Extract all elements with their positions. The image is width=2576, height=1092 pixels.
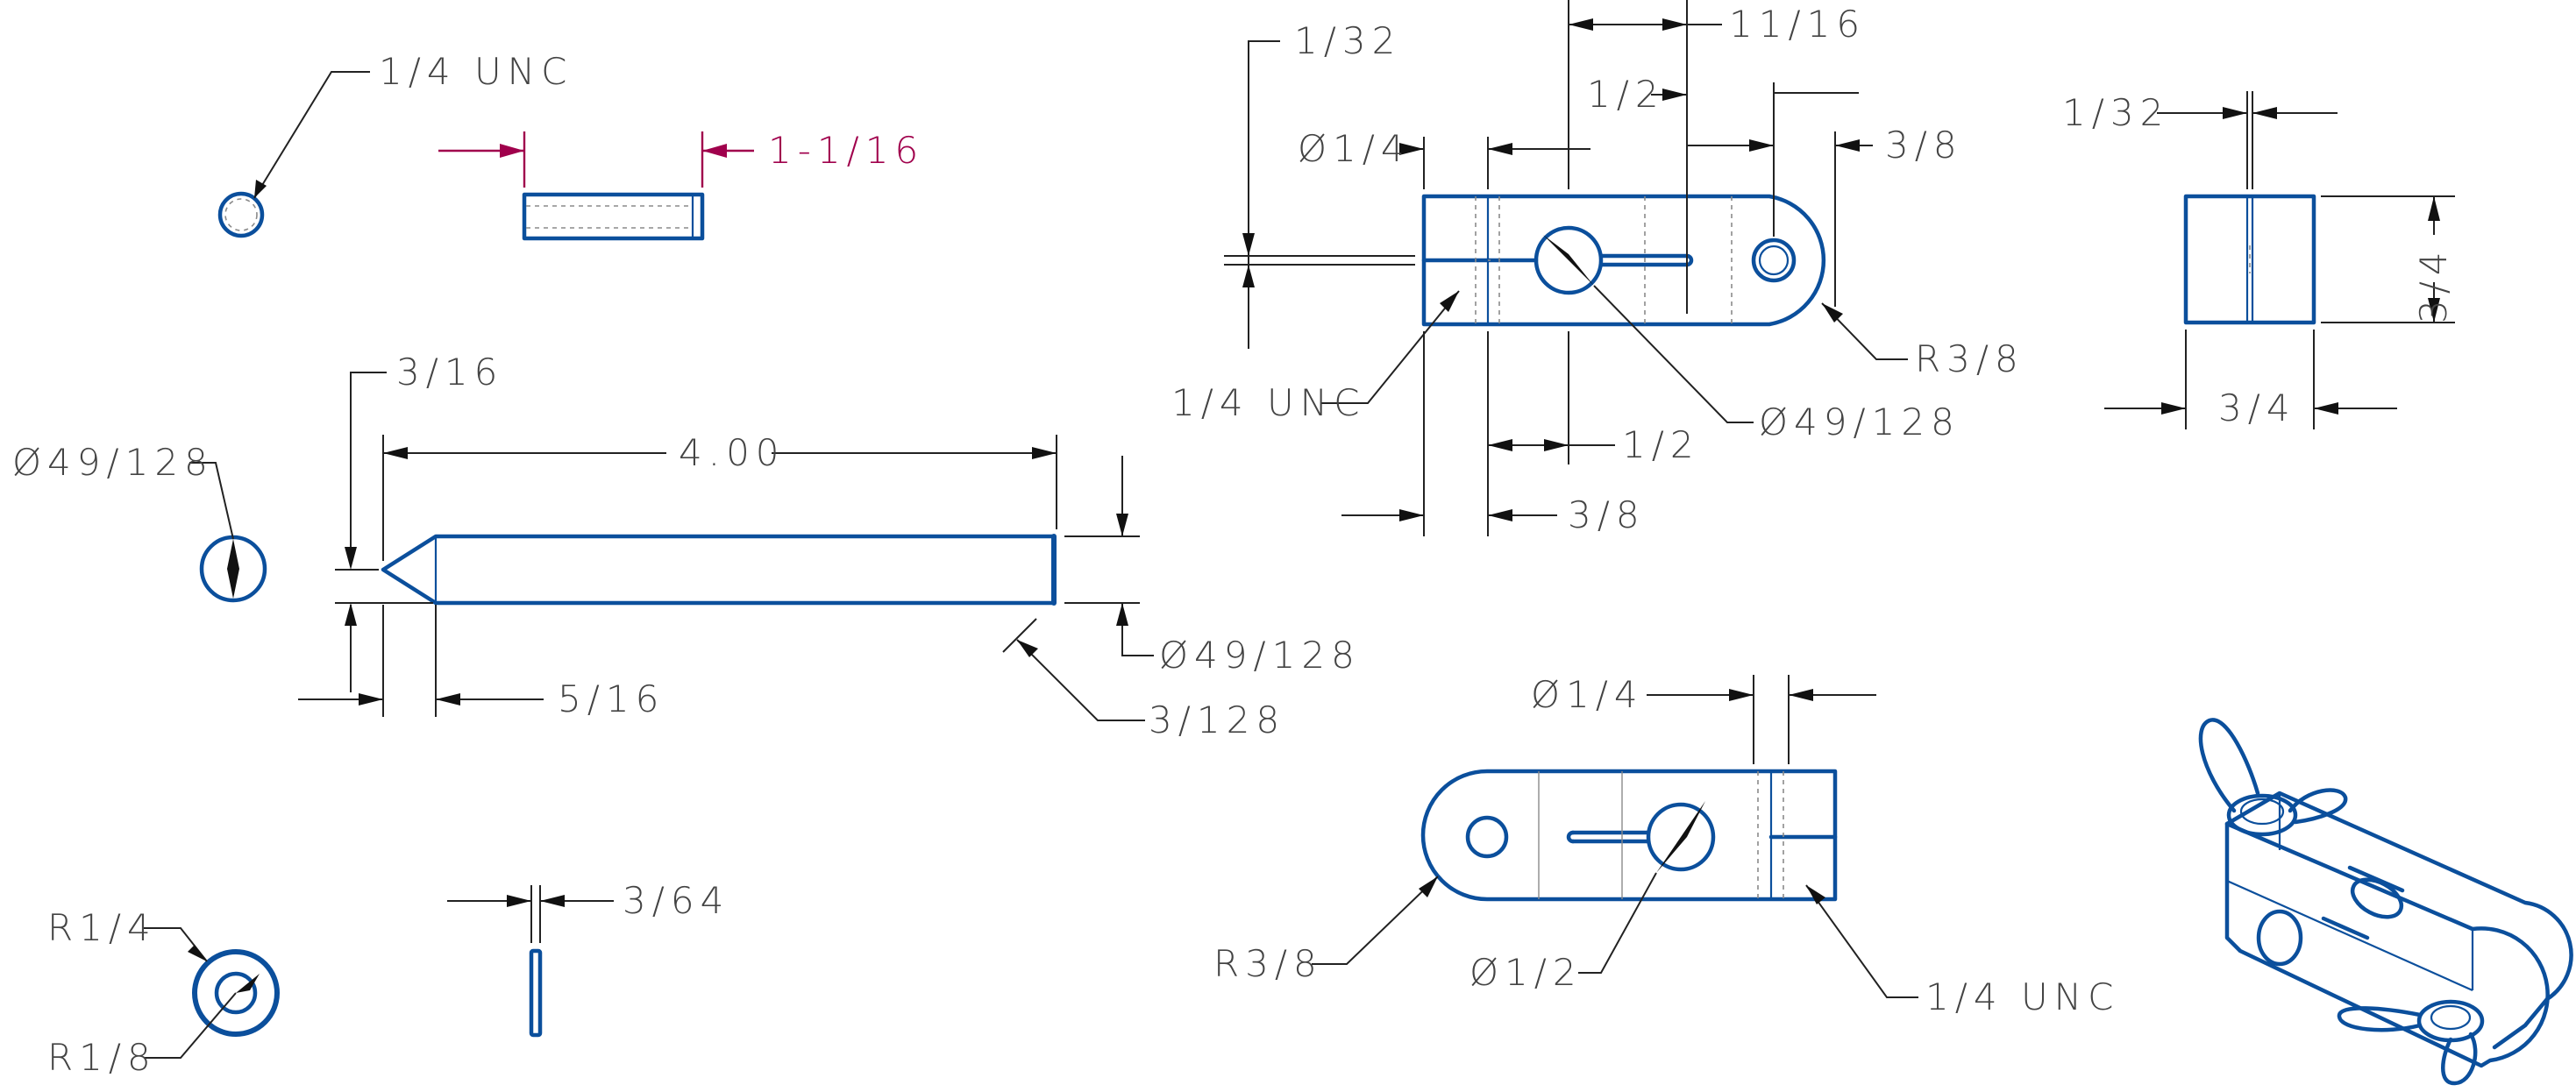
small-pin-thread-label: 1/4 UNC — [379, 50, 573, 93]
clamp-bottom-hole-dia-label: Ø1/4 — [1531, 673, 1644, 716]
clamp-top-half-label: 1/2 — [1587, 73, 1665, 116]
clamp-top-radius-callout: R3/8 — [1821, 302, 2025, 380]
small-pin-end-view — [217, 191, 265, 238]
clamp-top-radius-label: R3/8 — [1915, 337, 2025, 380]
clamp-top-half-bottom-label: 1/2 — [1622, 423, 1700, 466]
washer-outer-radius-callout: R1/4 — [47, 906, 208, 962]
rod-length-dimension: 4.00 — [382, 431, 1057, 561]
rod-end-chamfer-label: 3/128 — [1149, 698, 1285, 741]
clamp-top-total-label: 11/16 — [1729, 3, 1866, 46]
rod-end-chamfer-callout: 3/128 — [1002, 618, 1285, 741]
clamp-top-thread-label: 1/4 UNC — [1171, 381, 1365, 424]
clamp-side-gap-label: 1/32 — [2062, 91, 2169, 134]
rod-chamfer-dimension: 3/16 — [335, 351, 503, 692]
clamp-side-height-dimension: 3/4 — [2321, 195, 2455, 323]
clamp-top-thread-callout: 1/4 UNC — [1171, 290, 1460, 424]
washer-front-view — [192, 949, 280, 1037]
rod-length-label: 4.00 — [679, 431, 786, 474]
small-pin-side-view — [522, 192, 705, 241]
clamp-bottom-thread-label: 1/4 UNC — [1925, 975, 2119, 1018]
rod-dia-label: Ø49/128 — [1159, 634, 1361, 677]
clamp-top-center-dia-label: Ø49/128 — [1759, 401, 1960, 443]
clamp-bottom-thread-callout: 1/4 UNC — [1805, 884, 2119, 1018]
clamp-isometric-view — [2198, 718, 2573, 1086]
rod-diameter-dimension: Ø49/128 — [1064, 456, 1361, 677]
clamp-bottom-center-dia-label: Ø1/2 — [1469, 951, 1583, 994]
clamp-top-center-dia-callout: Ø49/128 — [1593, 285, 1960, 443]
rod-chamfer-length-label: 3/16 — [396, 351, 503, 394]
clamp-top-view — [1421, 194, 1826, 327]
clamp-top-total-dimension: 11/16 — [1569, 3, 1866, 46]
washer-inner-radius-callout: R1/8 — [47, 992, 237, 1079]
clamp-top-hole-dia-label: Ø1/4 — [1298, 127, 1411, 170]
washer-thickness-dimension: 3/64 — [447, 879, 729, 943]
rod-tip-length-label: 5/16 — [558, 677, 665, 720]
clamp-side-gap-dimension: 1/32 — [2062, 91, 2338, 189]
washer-inner-radius-label: R1/8 — [47, 1036, 157, 1079]
small-pin-length-dimension: 1-1/16 — [438, 129, 924, 188]
clamp-top-right-dimension: 3/8 — [1687, 82, 1963, 307]
small-pin-length-label: 1-1/16 — [768, 129, 924, 172]
clamp-top-slot-dimension: 1/32 — [1224, 19, 1415, 349]
rod-tip-dimension: 5/16 — [298, 605, 665, 720]
clamp-side-height-label: 3/4 — [2412, 245, 2455, 323]
rod-end-dia-callout: Ø49/128 — [12, 441, 234, 540]
clamp-top-bottom-dimensions: 1/2 3/8 — [1341, 331, 1700, 536]
clamp-top-half-dimension: 1/2 — [1568, 0, 1688, 314]
clamp-top-slot-gap-label: 1/32 — [1294, 19, 1401, 62]
washer-outer-radius-label: R1/4 — [47, 906, 157, 949]
washer-side-view — [529, 948, 543, 1038]
small-pin-thread-callout: 1/4 UNC — [253, 50, 573, 199]
clamp-bottom-radius-label: R3/8 — [1213, 942, 1323, 985]
washer-thickness-label: 3/64 — [623, 879, 729, 922]
clamp-side-view — [2183, 194, 2316, 325]
clamp-top-three-eighths-bottom-label: 3/8 — [1568, 493, 1646, 536]
clamp-top-right-label: 3/8 — [1885, 124, 1963, 167]
clamp-bottom-hole-dimension: Ø1/4 — [1531, 673, 1876, 764]
clamp-bottom-view — [1420, 769, 1838, 902]
clamp-side-width-dimension: 3/4 — [2104, 330, 2397, 429]
clamp-top-hole-dimension: Ø1/4 — [1298, 127, 1590, 189]
rod-end-view — [199, 535, 267, 603]
clamp-bottom-center-dia-callout: Ø1/2 — [1469, 872, 1657, 994]
rod-end-dia-label: Ø49/128 — [12, 441, 214, 484]
clamp-side-width-label: 3/4 — [2218, 386, 2296, 429]
rod-side-view — [381, 534, 1057, 606]
clamp-bottom-radius-callout: R3/8 — [1213, 876, 1439, 985]
